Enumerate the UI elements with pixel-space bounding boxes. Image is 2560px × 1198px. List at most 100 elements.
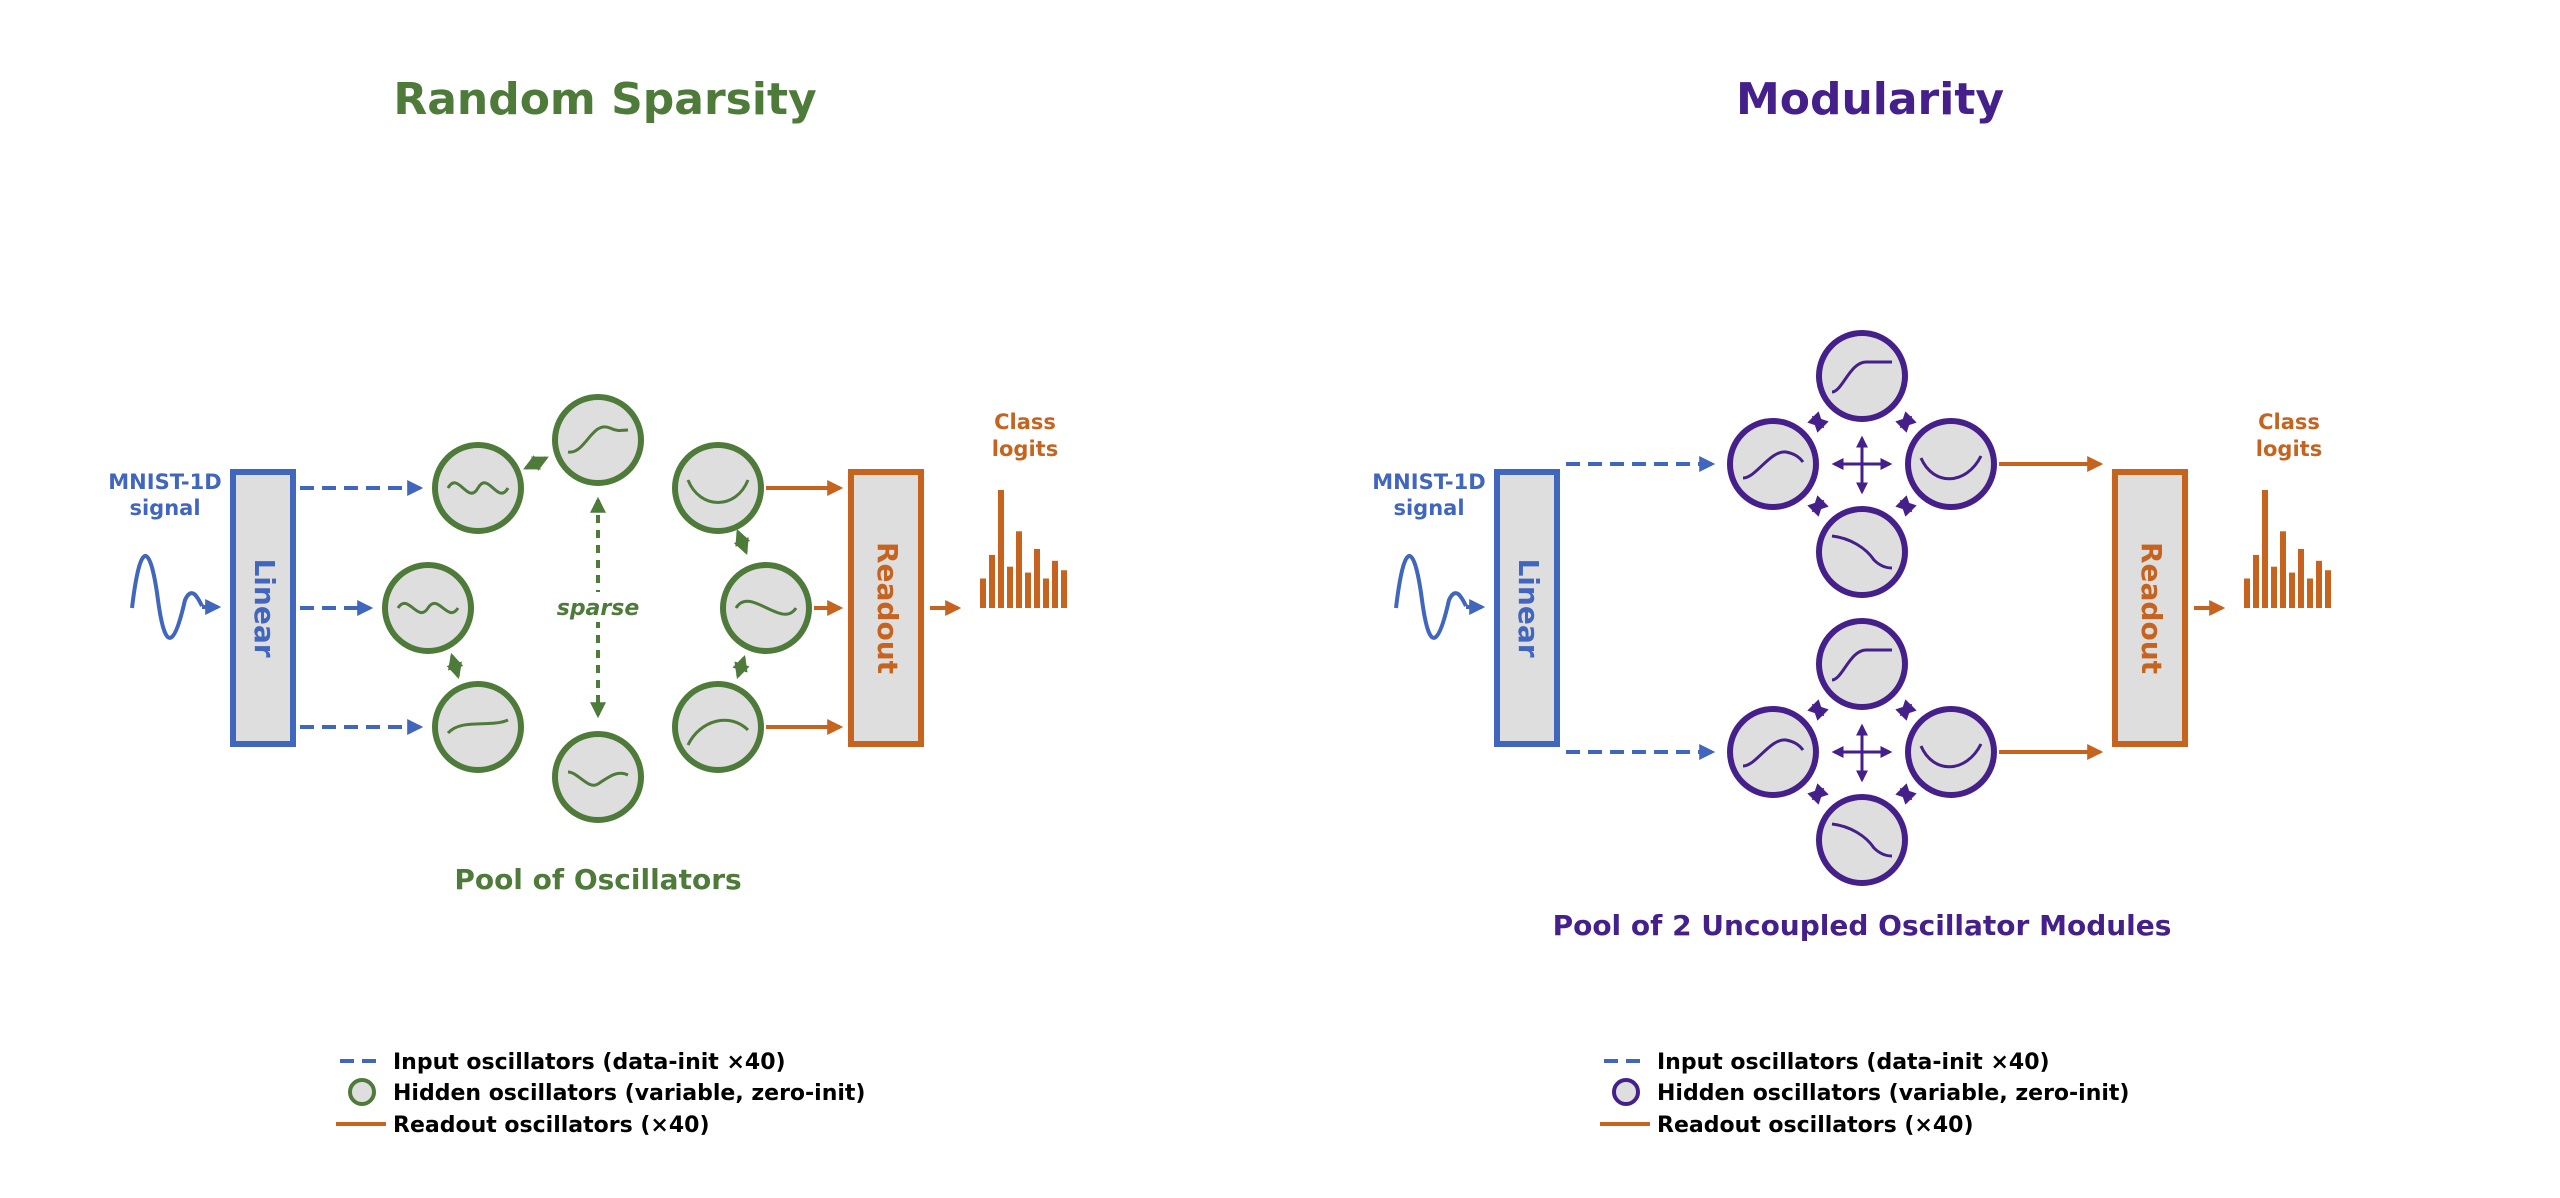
logit-bar [1061,570,1067,608]
right-title: Modularity [1736,74,2004,125]
oscillator-wave-icon [1831,648,1892,682]
left-pool-caption: Pool of Oscillators [454,863,741,896]
hidden-oscillator [432,681,524,773]
left-legend-readout: Readout oscillators (×40) [393,1113,710,1138]
logit-bar [2325,570,2331,608]
left-panel: Random Sparsity MNIST-1D signal Linear [108,74,1067,1138]
oscillator-module-1 [1727,330,1997,598]
coupling-arrow [1895,495,1917,517]
left-linear-label: Linear [248,558,281,657]
oscillator-wave-icon [686,479,750,504]
logit-bar [1034,549,1040,608]
oscillator-wave-icon [1831,534,1893,570]
logit-bar [2289,572,2295,608]
hidden-oscillator [1816,794,1908,886]
coupling-arrow [1807,783,1829,805]
oscillator-wave-icon [1831,360,1892,394]
logit-bar [1052,560,1058,608]
left-input-label-line1: MNIST-1D [108,470,221,494]
coupling-arrow [1807,699,1829,721]
left-title: Random Sparsity [393,74,816,125]
oscillator-wave-icon [1919,455,1983,481]
oscillator-module-2 [1727,618,1997,886]
sparse-link-arrow [732,654,750,680]
right-panel: Modularity MNIST-1D signal Linear [1372,74,2331,1138]
left-legend-hidden: Hidden oscillators (variable, zero-init) [393,1081,865,1106]
oscillator-wave-icon [1742,450,1805,480]
hidden-oscillator [1727,418,1819,510]
logit-bar [1007,566,1013,608]
logit-bar [2316,560,2322,608]
logit-bar [2280,531,2286,608]
oscillator-wave-icon [734,599,798,616]
left-signal-wave [130,554,204,640]
hidden-oscillator [1816,330,1908,422]
oscillator-wave-icon [567,425,629,454]
coupling-arrow [1895,411,1917,433]
right-legend-hidden: Hidden oscillators (variable, zero-init) [1657,1081,2129,1106]
hidden-oscillator [672,681,764,773]
sparse-link-arrow [733,529,751,555]
right-logits-label-line2: logits [2256,437,2322,461]
right-input-label-line1: MNIST-1D [1372,470,1485,494]
logit-bar [998,490,1004,608]
left-logits-label-line1: Class [994,410,1056,434]
coupling-arrow [1895,783,1917,805]
logit-bar [2307,578,2313,608]
hidden-oscillator [1905,418,1997,510]
hidden-oscillator [1816,506,1908,598]
logit-bar [2262,490,2268,608]
right-linear-label: Linear [1512,558,1545,657]
hidden-oscillator [552,394,644,486]
logit-bar [980,578,986,608]
oscillator-wave-icon [396,601,460,615]
oscillator-wave-icon [567,770,629,787]
logit-bar [1043,578,1049,608]
right-logits-label-line1: Class [2258,410,2320,434]
oscillator-wave-icon [1831,822,1893,858]
logit-bar [2298,549,2304,608]
coupling-arrow [1895,699,1917,721]
right-legend-readout: Readout oscillators (×40) [1657,1113,1974,1138]
left-legend-input: Input oscillators (data-init ×40) [393,1050,786,1075]
right-legend: Input oscillators (data-init ×40) Hidden… [1600,1050,2129,1138]
left-linear-box [230,469,296,747]
left-logits-histogram [980,490,1067,608]
legend-circle-marker [348,1078,376,1106]
sparse-link-arrow [446,652,464,680]
left-readout-label: Readout [871,542,904,674]
hidden-oscillator [552,731,644,823]
left-oscillators [382,394,812,823]
sparse-label: sparse [557,596,640,621]
oscillator-wave-icon [446,718,509,735]
coupling-arrow [1807,411,1829,433]
legend-circle-marker [1612,1078,1640,1106]
oscillator-wave-icon [1742,738,1805,768]
oscillator-wave-icon [686,718,750,746]
left-legend: Input oscillators (data-init ×40) Hidden… [336,1050,865,1138]
oscillator-wave-icon [446,481,510,495]
hidden-oscillator [672,442,764,534]
logit-bar [2244,578,2250,608]
oscillator-wave-icon [1919,743,1983,769]
sparse-label-bg [555,592,641,622]
hidden-oscillator [1905,706,1997,798]
left-input-label-line2: signal [129,496,200,520]
logit-bar [1025,572,1031,608]
right-logits-histogram [2244,490,2331,608]
right-readout-label: Readout [2135,542,2168,674]
left-readout-box [848,469,924,747]
logit-bar [989,554,995,608]
logit-bar [1016,531,1022,608]
right-legend-input: Input oscillators (data-init ×40) [1657,1050,2050,1075]
right-signal-wave [1394,554,1468,640]
right-pool-caption: Pool of 2 Uncoupled Oscillator Modules [1553,909,2172,942]
left-logits-label-line2: logits [992,437,1058,461]
hidden-oscillator [1816,618,1908,710]
right-input-label-line2: signal [1393,496,1464,520]
hidden-oscillator [1727,706,1819,798]
right-linear-box [1494,469,1560,747]
coupling-arrow [1807,495,1829,517]
